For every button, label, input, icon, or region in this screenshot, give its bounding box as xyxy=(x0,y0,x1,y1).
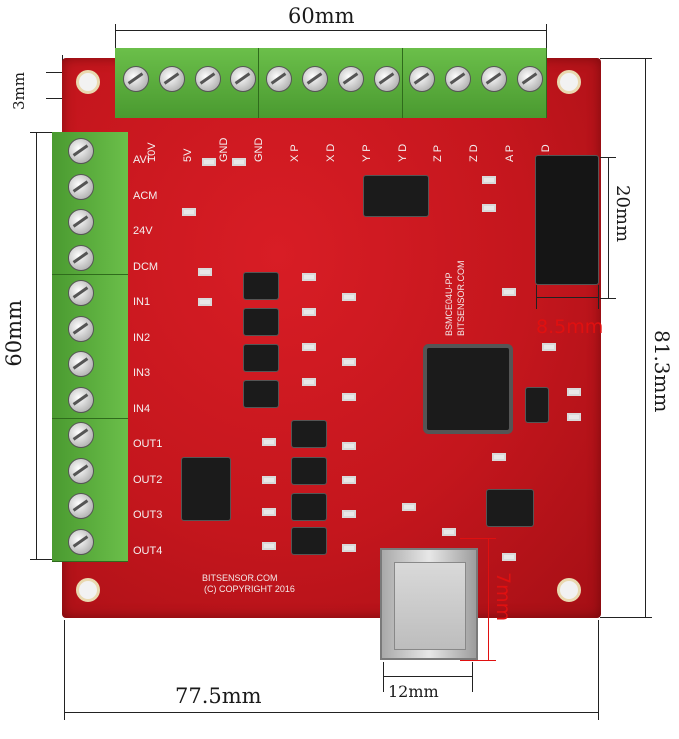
optocoupler-6 xyxy=(292,458,326,484)
top-pin-label: Z D xyxy=(468,144,481,162)
left-pin-label: IN4 xyxy=(133,402,151,415)
optocoupler-7 xyxy=(292,494,326,520)
screw-terminal-icon[interactable] xyxy=(337,66,364,92)
top-pin-label: A P xyxy=(504,144,516,162)
dim-line-top xyxy=(115,30,547,31)
screw-terminal-icon[interactable] xyxy=(481,66,507,92)
top-pin-label: 5V xyxy=(181,148,194,162)
dim-usb-width: 12mm xyxy=(388,682,439,701)
screw-terminal-icon[interactable] xyxy=(68,280,94,306)
screw-terminal-icon[interactable] xyxy=(68,315,94,342)
screw-terminal-icon[interactable] xyxy=(516,66,543,92)
dim-hole-height: 3mm xyxy=(10,72,28,110)
box-header xyxy=(536,156,598,284)
screw-terminal-icon[interactable] xyxy=(158,66,185,92)
left-pin-label: AVI xyxy=(133,154,150,166)
left-pin-label: IN2 xyxy=(133,331,151,344)
crystal xyxy=(526,388,548,422)
left-pin-label: OUT2 xyxy=(133,473,163,486)
dim-left-height: 60mm xyxy=(2,300,26,367)
screw-terminal-icon[interactable] xyxy=(409,66,436,92)
screw-terminal-icon[interactable] xyxy=(68,173,94,200)
silk-model: BSMCE04U-PP xyxy=(444,272,454,336)
optocoupler-4 xyxy=(244,381,278,407)
screw-terminal-icon[interactable] xyxy=(68,138,94,164)
dim-board-height: 81.3mm xyxy=(650,330,674,413)
left-pin-label: IN3 xyxy=(133,367,151,379)
dim-usb-height: 7mm xyxy=(492,572,514,622)
dim-board-width: 77.5mm xyxy=(175,684,262,708)
optocoupler-8 xyxy=(292,528,326,554)
screw-terminal-icon[interactable] xyxy=(302,66,328,92)
left-pin-label: DCM xyxy=(133,260,159,273)
left-pin-label: OUT3 xyxy=(133,509,163,521)
usb-port-icon xyxy=(380,548,478,660)
dim-header-height: 20mm xyxy=(612,185,633,243)
top-pin-label: GND xyxy=(253,137,266,162)
screw-terminal-icon[interactable] xyxy=(68,244,94,271)
screw-terminal-icon[interactable] xyxy=(68,493,94,519)
mounting-hole-icon xyxy=(557,70,581,94)
left-pin-label: OUT1 xyxy=(133,438,163,450)
ic-chip-icon xyxy=(182,458,230,520)
dim-header-offset: 8.5mm xyxy=(536,316,604,338)
mounting-hole-icon xyxy=(557,578,581,602)
left-pin-label: IN1 xyxy=(133,296,151,308)
optocoupler-1 xyxy=(244,273,278,299)
left-pin-label: 24V xyxy=(133,225,153,237)
top-pin-label: Z P xyxy=(432,144,445,162)
regulator-chip xyxy=(487,490,533,526)
dim-top-width: 60mm xyxy=(288,4,355,28)
screw-terminal-icon[interactable] xyxy=(445,66,472,92)
left-pin-label: OUT4 xyxy=(133,544,163,557)
optocoupler-3 xyxy=(244,345,278,371)
top-pin-label: Y D xyxy=(396,143,409,162)
silk-copyright: (C) COPYRIGHT 2016 xyxy=(204,584,295,594)
screw-terminal-icon[interactable] xyxy=(373,66,400,92)
screw-terminal-icon[interactable] xyxy=(68,457,94,484)
screw-terminal-icon[interactable] xyxy=(266,66,293,92)
top-pin-label: Y P xyxy=(360,144,373,162)
mounting-hole-icon xyxy=(76,70,100,94)
left-pin-label: ACM xyxy=(133,189,158,202)
ic-chip-icon xyxy=(427,348,509,430)
screw-terminal-icon[interactable] xyxy=(123,66,149,92)
screw-terminal-icon[interactable] xyxy=(68,386,94,413)
optocoupler-5 xyxy=(292,421,326,447)
top-pin-label: GND xyxy=(217,137,230,162)
screw-terminal-icon[interactable] xyxy=(68,209,94,235)
screw-terminal-icon[interactable] xyxy=(68,422,94,448)
ic-chip-icon xyxy=(364,176,428,216)
screw-terminal-icon[interactable] xyxy=(194,66,221,92)
mounting-hole-icon xyxy=(76,578,100,602)
top-screw-terminals xyxy=(115,48,547,118)
top-pin-label: X P xyxy=(289,144,302,162)
screw-terminal-icon[interactable] xyxy=(68,528,94,555)
top-pin-label: X D xyxy=(325,143,337,162)
screw-terminal-icon[interactable] xyxy=(68,351,94,377)
silk-footer-brand: BITSENSOR.COM xyxy=(202,573,278,583)
left-screw-terminals xyxy=(52,132,128,562)
screw-terminal-icon[interactable] xyxy=(230,66,257,92)
silk-brand: BITSENSOR.COM xyxy=(456,260,466,336)
optocoupler-2 xyxy=(244,309,278,335)
